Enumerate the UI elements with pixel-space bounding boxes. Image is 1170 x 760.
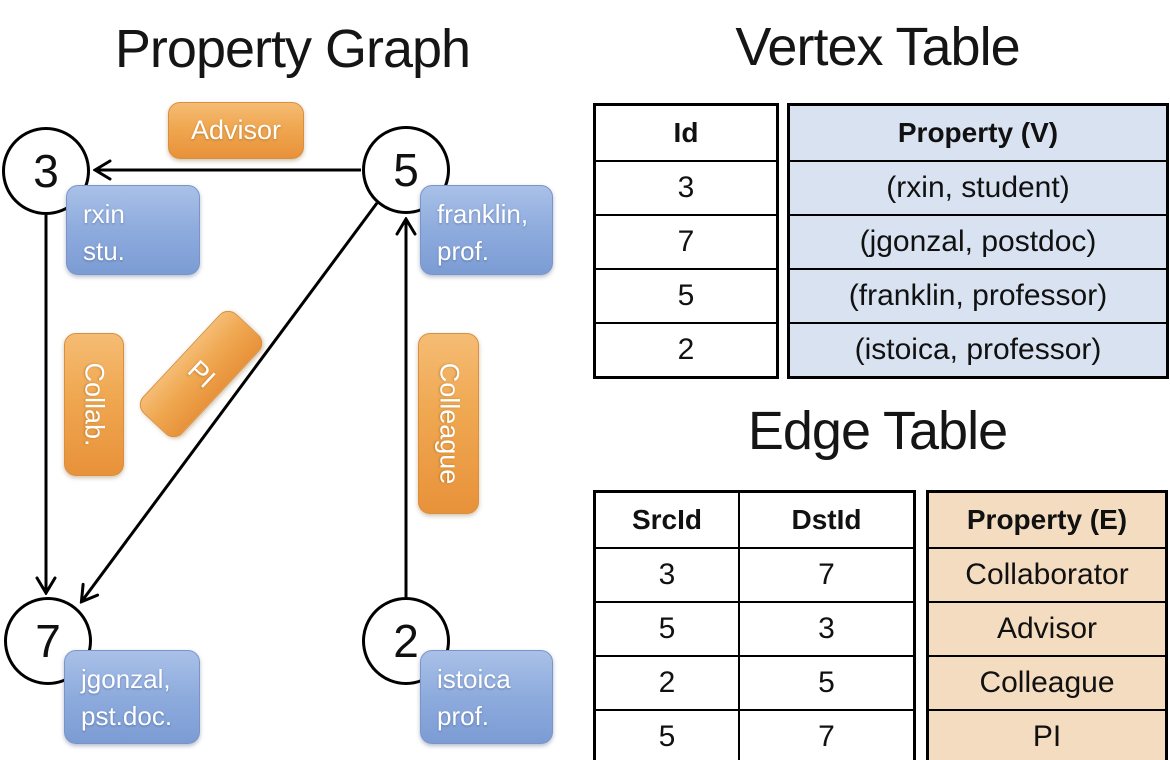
vertex-prop-5-line2: prof. [437,235,490,266]
edge-table: SrcId DstId 3 7 5 3 2 5 5 7 Property (E [593,490,1168,760]
edge-table-gap [916,490,926,760]
vertex-prop-7-line1: jgonzal, [81,664,171,694]
vertex-table-title: Vertex Table [735,17,1020,77]
edge-property-cell: Colleague [929,655,1165,709]
vertex-prop-box-3: rxin stu. [66,185,200,275]
vertex-property-cell: (jgonzal, postdoc) [790,214,1166,268]
edge-table-title: Edge Table [747,401,1008,461]
vertex-prop-5-line1: franklin, [437,199,529,229]
graph-edges [0,0,585,760]
vertex-prop-3-line2: stu. [83,235,125,266]
vertex-prop-box-2: istoica prof. [420,650,553,744]
vertex-prop-7-line2: pst.doc. [81,700,173,731]
vertex-table: Id 3 7 5 2 Property (V) (rxin, student) … [593,103,1169,379]
vertex-table-id-header: Id [673,117,699,148]
edge-dst-cell: 5 [738,655,913,709]
vertex-prop-2-line1: istoica [437,664,511,694]
edge-table-id-columns: SrcId DstId 3 7 5 3 2 5 5 7 [593,490,916,760]
node-3-id: 3 [33,145,59,197]
edge-dst-cell: 7 [738,547,913,601]
edge-label-collab-text: Collab. [79,362,110,447]
graph-node-5: 5 [362,126,450,214]
graph-node-2: 2 [362,597,450,685]
edge-5-to-7-pi [82,202,379,601]
vertex-property-cell: (franklin, professor) [790,268,1166,322]
edge-label-collab: Collab. [64,333,124,476]
property-graph-title: Property Graph [114,19,471,79]
vertex-id-cell: 3 [596,160,776,214]
edge-property-cell: PI [929,709,1165,760]
vertex-table-property-column: Property (V) (rxin, student) (jgonzal, p… [787,103,1169,379]
edge-table-dstid-header: DstId [738,493,913,547]
edge-table-property-column: Property (E) Collaborator Advisor Collea… [926,490,1168,760]
edge-table-property-header: Property (E) [929,493,1165,547]
vertex-property-cell: (rxin, student) [790,160,1166,214]
edge-label-advisor-text: Advisor [190,115,282,145]
edge-src-cell: 5 [596,601,738,655]
vertex-property-cell: (istoica, professor) [790,322,1166,376]
edge-label-colleague: Colleague [418,333,479,514]
edge-label-colleague-text: Colleague [434,362,464,485]
vertex-table-id-column: Id 3 7 5 2 [593,103,779,379]
vertex-id-cell: 7 [596,214,776,268]
node-7-id: 7 [35,615,61,667]
edge-src-cell: 2 [596,655,738,709]
edge-property-cell: Collaborator [929,547,1165,601]
vertex-table-property-header: Property (V) [790,106,1166,160]
vertex-prop-box-5: franklin, prof. [420,185,553,275]
vertex-id-cell: 2 [596,322,776,376]
node-2-id: 2 [393,615,419,667]
edge-label-pi-text: PI [181,353,221,394]
node-5-id: 5 [393,144,419,196]
vertex-prop-box-7: jgonzal, pst.doc. [64,650,200,744]
edge-label-advisor: Advisor [168,102,304,159]
vertex-prop-3-line1: rxin [83,199,125,229]
edge-dst-cell: 3 [738,601,913,655]
vertex-table-gap [779,103,787,379]
edge-dst-cell: 7 [738,709,913,760]
edge-src-cell: 3 [596,547,738,601]
edge-table-srcid-header: SrcId [631,504,703,535]
vertex-id-cell: 5 [596,268,776,322]
edge-property-cell: Advisor [929,601,1165,655]
vertex-prop-2-line2: prof. [437,700,490,731]
edge-src-cell: 5 [596,709,738,760]
